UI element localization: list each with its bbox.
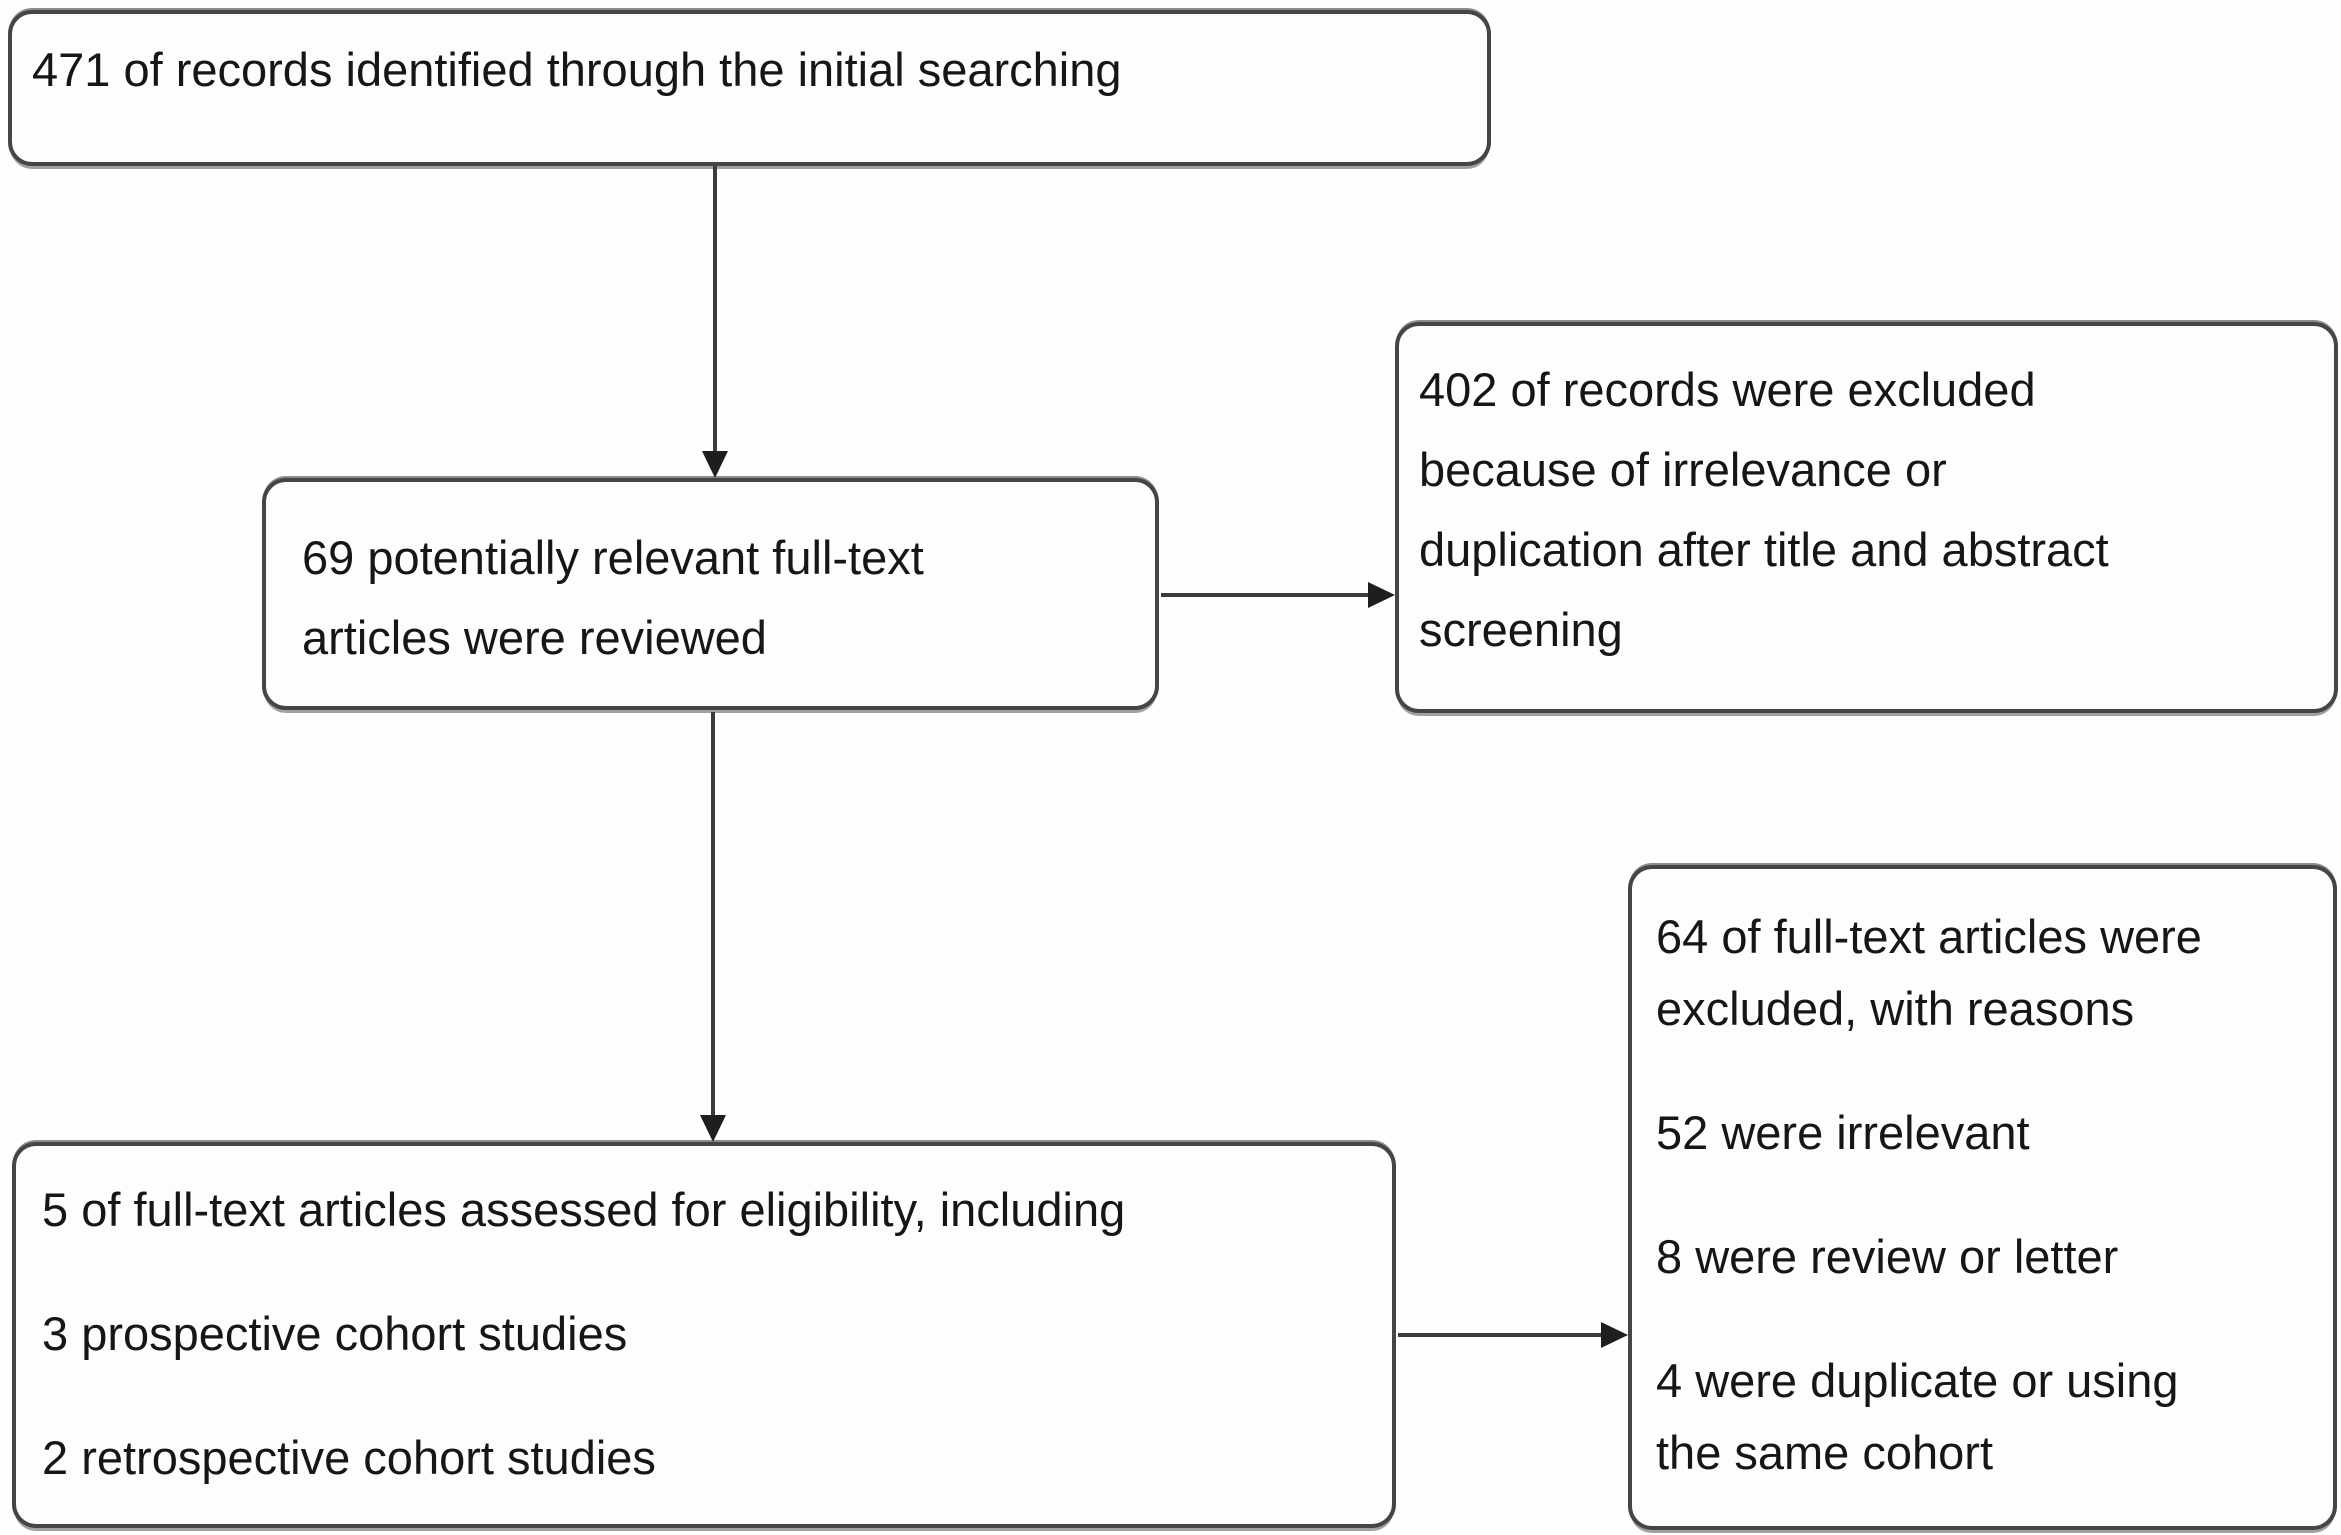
box-fulltext-reviewed: 69 potentially relevant full-text articl… (262, 478, 1159, 710)
box-text-line: 4 were duplicate or using (1656, 1354, 2179, 1407)
box-paragraph: 64 of full-text articles were excluded, … (1656, 901, 2321, 1045)
box-text-line: 52 were irrelevant (1656, 1106, 2030, 1159)
arrowhead-right-icon (1601, 1322, 1628, 1348)
box-text-line: 471 of records identified through the in… (32, 43, 1122, 96)
box-paragraph: 8 were review or letter (1656, 1221, 2321, 1293)
arrow-shaft (1161, 593, 1373, 597)
box-text-line: 3 prospective cohort studies (42, 1307, 628, 1360)
box-text-line: because of irrelevance or (1419, 443, 1947, 496)
box-text-line: 69 potentially relevant full-text (302, 531, 924, 584)
box-fulltext-excluded-reasons: 64 of full-text articles were excluded, … (1628, 865, 2337, 1530)
box-text-line: excluded, with reasons (1656, 982, 2135, 1035)
box-text-line: 402 of records were excluded (1419, 363, 2036, 416)
box-text-line: articles were reviewed (302, 611, 767, 664)
box-records-excluded-screening: 402 of records were excluded because of … (1395, 322, 2338, 713)
arrow-shaft (1398, 1333, 1604, 1337)
arrowhead-down-icon (702, 451, 728, 478)
arrowhead-down-icon (700, 1115, 726, 1142)
box-text-line: 2 retrospective cohort studies (42, 1431, 656, 1484)
box-paragraph: 4 were duplicate or using the same cohor… (1656, 1345, 2321, 1489)
box-paragraph: 52 were irrelevant (1656, 1097, 2321, 1169)
box-text-line: duplication after title and abstract (1419, 523, 2109, 576)
box-text-line: 8 were review or letter (1656, 1230, 2119, 1283)
box-text-line: 64 of full-text articles were (1656, 910, 2202, 963)
box-text-line: the same cohort (1656, 1426, 1994, 1479)
box-records-identified: 471 of records identified through the in… (8, 10, 1491, 166)
arrow-shaft (711, 712, 715, 1116)
box-text-line: 5 of full-text articles assessed for eli… (42, 1183, 1126, 1236)
box-assessed-eligibility: 5 of full-text articles assessed for eli… (12, 1142, 1396, 1528)
arrowhead-right-icon (1368, 582, 1395, 608)
box-text-line: screening (1419, 603, 1623, 656)
arrow-shaft (713, 166, 717, 456)
